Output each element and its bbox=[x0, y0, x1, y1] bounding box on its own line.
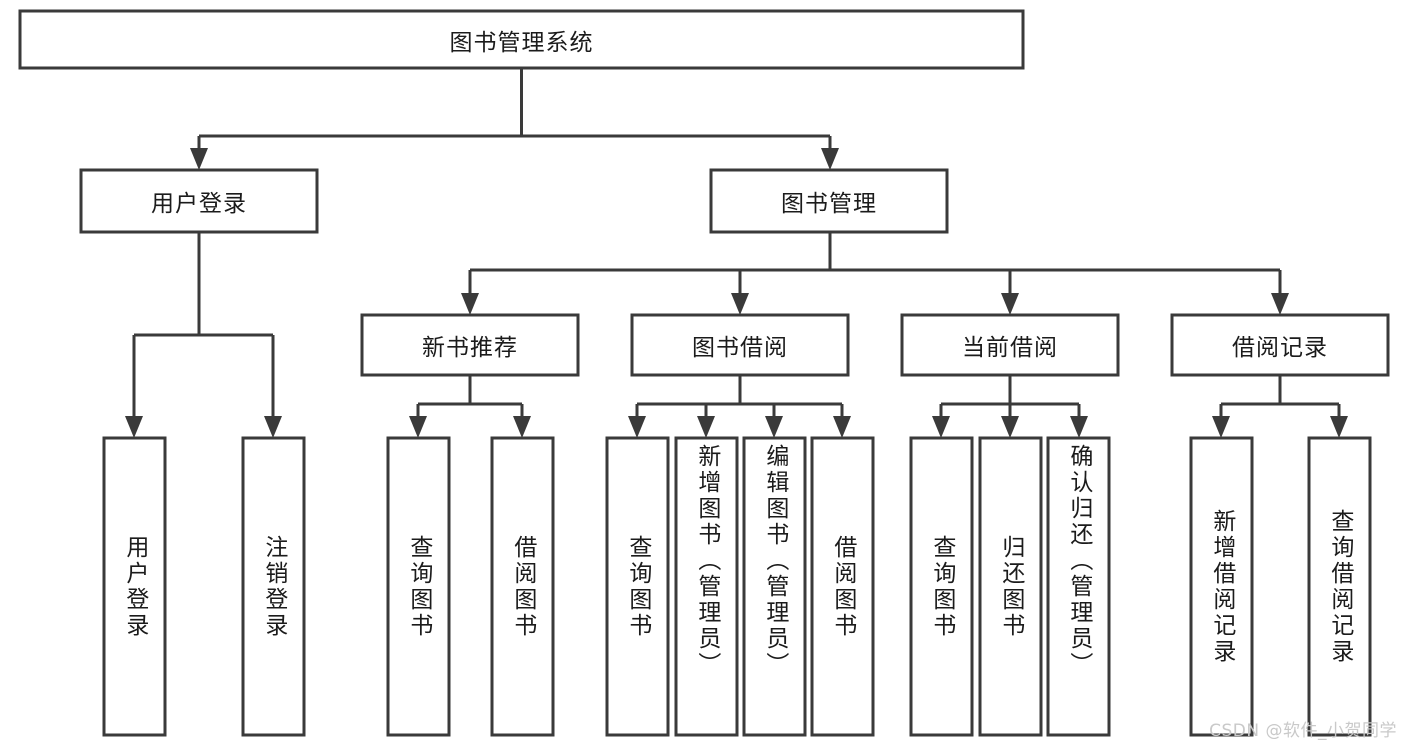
node-box-leaf-book-borrow-0[interactable] bbox=[605, 436, 670, 737]
arrow-head-icon bbox=[461, 293, 479, 315]
arrow-head-icon bbox=[765, 416, 783, 438]
node-box-leaf-borrow-record-0[interactable] bbox=[1189, 436, 1254, 737]
node-box-current-borrow[interactable] bbox=[900, 313, 1120, 377]
arrow-head-icon bbox=[125, 416, 143, 438]
connector-borrow-record-to-leaves bbox=[1212, 375, 1348, 438]
arrow-head-icon bbox=[1330, 416, 1348, 438]
arrow-head-icon bbox=[1001, 293, 1019, 315]
node-box-leaf-new-book-1[interactable] bbox=[490, 436, 555, 737]
arrow-head-icon bbox=[697, 416, 715, 438]
node-box-leaf-current-borrow-2[interactable] bbox=[1046, 436, 1111, 737]
arrow-head-icon bbox=[731, 293, 749, 315]
arrow-head-icon bbox=[513, 416, 531, 438]
node-box-leaf-new-book-0[interactable] bbox=[386, 436, 451, 737]
arrow-head-icon bbox=[1001, 416, 1019, 438]
arrow-head-icon bbox=[190, 148, 208, 170]
arrow-head-icon bbox=[1070, 416, 1088, 438]
arrow-head-icon bbox=[833, 416, 851, 438]
arrow-head-icon bbox=[628, 416, 646, 438]
connector-current-borrow-to-leaves bbox=[932, 375, 1088, 438]
arrow-head-icon bbox=[821, 148, 839, 170]
node-box-borrow-record[interactable] bbox=[1170, 313, 1390, 377]
node-box-book-manage[interactable] bbox=[709, 168, 949, 234]
node-box-leaf-user-login-0[interactable] bbox=[102, 436, 167, 737]
arrow-head-icon bbox=[264, 416, 282, 438]
node-box-leaf-user-login-1[interactable] bbox=[241, 436, 306, 737]
connector-book-borrow-to-leaves bbox=[628, 375, 851, 438]
node-box-leaf-current-borrow-0[interactable] bbox=[909, 436, 974, 737]
connector-book-manage-to-level3 bbox=[461, 232, 1289, 315]
connector-root-to-level2 bbox=[190, 68, 839, 170]
node-box-leaf-borrow-record-1[interactable] bbox=[1307, 436, 1372, 737]
node-box-leaf-book-borrow-1[interactable] bbox=[674, 436, 739, 737]
arrow-head-icon bbox=[932, 416, 950, 438]
node-box-new-book-recommend[interactable] bbox=[360, 313, 580, 377]
node-box-user-login[interactable] bbox=[79, 168, 319, 234]
arrow-head-icon bbox=[1212, 416, 1230, 438]
connector-new-book-to-leaves bbox=[409, 375, 531, 438]
node-box-book-borrow[interactable] bbox=[630, 313, 850, 377]
node-box-leaf-book-borrow-2[interactable] bbox=[742, 436, 807, 737]
connector-user-login-to-leaves bbox=[125, 232, 282, 438]
node-box-leaf-book-borrow-3[interactable] bbox=[810, 436, 875, 737]
node-box-root[interactable] bbox=[18, 9, 1025, 70]
arrow-head-icon bbox=[409, 416, 427, 438]
node-box-leaf-current-borrow-1[interactable] bbox=[978, 436, 1043, 737]
arrow-head-icon bbox=[1271, 293, 1289, 315]
